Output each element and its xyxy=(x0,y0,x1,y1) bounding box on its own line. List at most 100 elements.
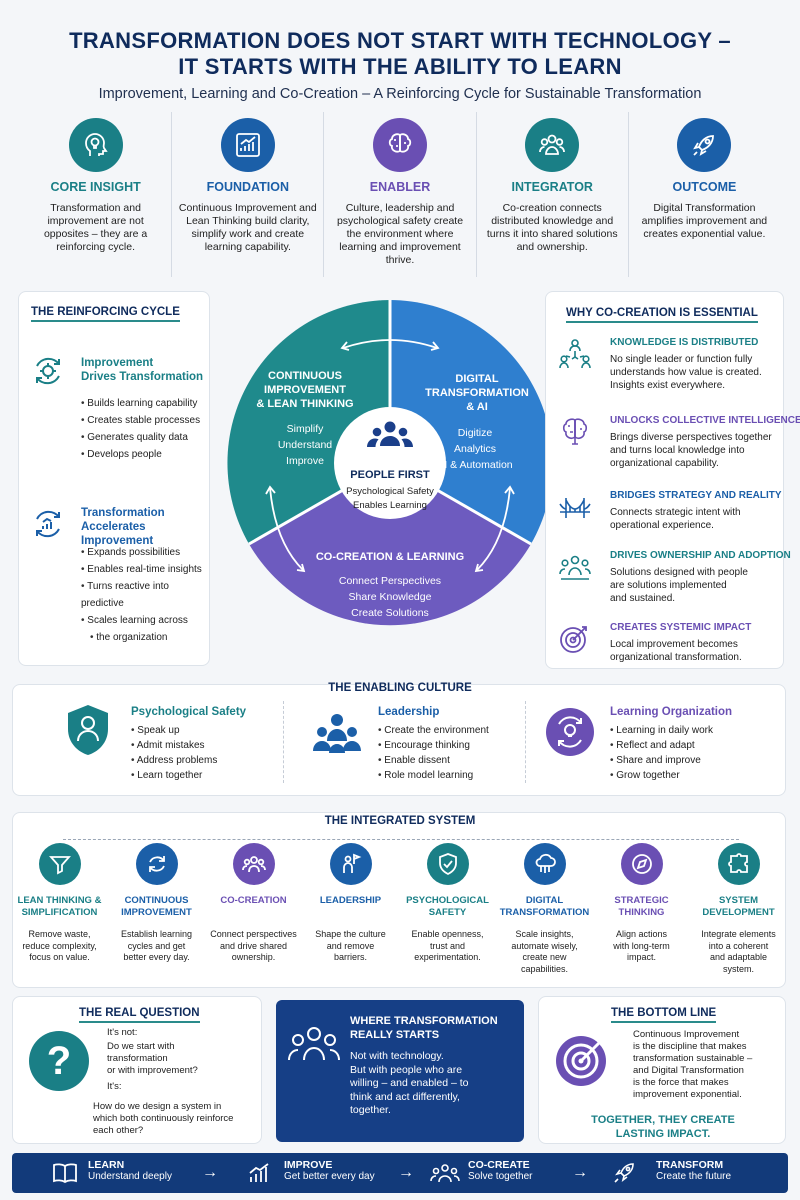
bridge-icon xyxy=(559,498,591,518)
bottom-item: Create Solutions xyxy=(351,607,429,619)
page-subtitle: Improvement, Learning and Co-Creation – … xyxy=(98,86,702,102)
target-arrow-icon xyxy=(555,1031,611,1087)
right-item: Digitize xyxy=(458,427,493,439)
culture-block-list: Learning in daily work Reflect and adapt… xyxy=(610,723,713,783)
list-item: Grow together xyxy=(610,768,713,783)
cycle-block1-list: Builds learning capability Creates stabl… xyxy=(81,395,200,463)
reinforcing-cycle-title: THE REINFORCING CYCLE xyxy=(31,306,180,322)
right-title-2: TRANSFORMATION xyxy=(425,387,529,399)
group-icon xyxy=(232,843,275,885)
culture-block-title: Leadership xyxy=(378,706,440,718)
brain-icon xyxy=(373,118,427,172)
pillar-text: Digital Transformation amplifies improve… xyxy=(641,202,768,240)
left-item: Improve xyxy=(286,455,324,467)
right-item: Analytics xyxy=(454,443,496,455)
cloud-icon xyxy=(523,843,566,885)
system-item-title: LEADERSHIP xyxy=(319,895,382,906)
list-item: Creates stable processes xyxy=(81,412,200,429)
reinforcing-cycle-wheel: PEOPLE FIRST Psychological Safety Enable… xyxy=(227,300,553,626)
people-icon xyxy=(286,1020,342,1070)
list-item: Reflect and adapt xyxy=(610,738,713,753)
bottom-item: Share Knowledge xyxy=(349,591,432,603)
funnel-icon xyxy=(38,843,81,885)
bottom-item: Connect Perspectives xyxy=(339,575,441,587)
left-item: Understand xyxy=(278,439,332,451)
chart-cycle-icon xyxy=(31,507,65,541)
growth-chart-icon xyxy=(220,118,275,172)
arrow-right-icon: → xyxy=(572,1164,588,1181)
pillar-title: FOUNDATION xyxy=(206,180,289,194)
group-icon xyxy=(525,118,580,172)
system-item: LEAN THINKING &SIMPLIFICATION Remove was… xyxy=(13,843,106,964)
page-title: TRANSFORMATION DOES NOT START WITH TECHN… xyxy=(0,28,800,80)
pillar-text: Co-creation connects distributed knowled… xyxy=(486,202,618,253)
pillar-foundation: FOUNDATION Continuous Improvement and Le… xyxy=(171,112,323,277)
reinforcing-cycle-panel: THE REINFORCING CYCLE Improvement Drives… xyxy=(18,291,210,666)
real-question-panel: THE REAL QUESTION ? It's not: Do we star… xyxy=(12,996,262,1144)
list-item: Develops people xyxy=(81,446,200,463)
why-item-title: BRIDGES STRATEGY AND REALITY xyxy=(610,490,782,501)
left-title-1: CONTINUOUS xyxy=(268,370,342,382)
puzzle-icon xyxy=(717,843,760,885)
real-question-text: It's not: Do we start with transformatio… xyxy=(107,1027,198,1092)
list-item: Admit mistakes xyxy=(131,738,217,753)
book-icon xyxy=(52,1162,78,1184)
list-item: Share and improve xyxy=(610,753,713,768)
list-item: Learning in daily work xyxy=(610,723,713,738)
center-sub-1: Psychological Safety xyxy=(346,486,434,497)
list-item: Enables real-time insights xyxy=(81,561,209,578)
leader-group-icon xyxy=(313,711,361,755)
culture-block-title: Psychological Safety xyxy=(131,706,247,718)
bottom-line-title: THE BOTTOM LINE xyxy=(611,1007,717,1023)
rocket-icon xyxy=(612,1162,636,1184)
cycle-bulb-icon xyxy=(545,707,595,757)
pillar-title: CORE INSIGHT xyxy=(50,180,141,194)
real-question-title: THE REAL QUESTION xyxy=(79,1007,200,1023)
refresh-icon xyxy=(135,843,178,885)
wheel-center xyxy=(334,407,446,519)
pillar-outcome: OUTCOME Digital Transformation amplifies… xyxy=(627,112,780,277)
question-mark-icon: ? xyxy=(29,1031,89,1091)
head-lightbulb-icon xyxy=(68,118,123,172)
left-title-3: & LEAN THINKING xyxy=(256,398,353,410)
list-item: Enable dissent xyxy=(378,753,489,768)
list-item: Address problems xyxy=(131,753,218,768)
pillar-text: Culture, leadership and psychological sa… xyxy=(336,202,464,266)
pillar-enabler: ENABLER Culture, leadership and psycholo… xyxy=(323,112,475,277)
right-title-3: & AI xyxy=(466,401,488,413)
system-item-title: LEAN THINKING & xyxy=(17,895,102,906)
right-title-1: DIGITAL xyxy=(455,373,498,385)
list-item: Expands possibilities xyxy=(81,544,209,561)
list-item: Role model learning xyxy=(378,768,489,783)
pillars-row: CORE INSIGHT Transformation and improvem… xyxy=(20,112,780,277)
system-item-title: STRATEGIC xyxy=(614,895,669,906)
why-item-title: UNLOCKS COLLECTIVE INTELLIGENCE xyxy=(610,415,800,426)
list-item-continued: the organization xyxy=(81,629,209,646)
culture-block-list: Create the environment Encourage thinkin… xyxy=(378,723,489,783)
list-item: Speak up xyxy=(131,723,217,738)
why-item-title: DRIVES OWNERSHIP AND ADOPTION xyxy=(610,550,791,561)
integrated-system-panel: THE INTEGRATED SYSTEM LEAN THINKING &SIM… xyxy=(12,812,786,988)
pillar-core-insight: CORE INSIGHT Transformation and improvem… xyxy=(20,112,171,277)
why-cocreation-panel: WHY CO-CREATION IS ESSENTIAL KNOWLEDGE I… xyxy=(545,291,800,669)
system-item-title: SYSTEM xyxy=(718,895,759,906)
group-icon xyxy=(430,1162,460,1184)
cycle-block2-list: Expands possibilities Enables real-time … xyxy=(81,544,209,646)
